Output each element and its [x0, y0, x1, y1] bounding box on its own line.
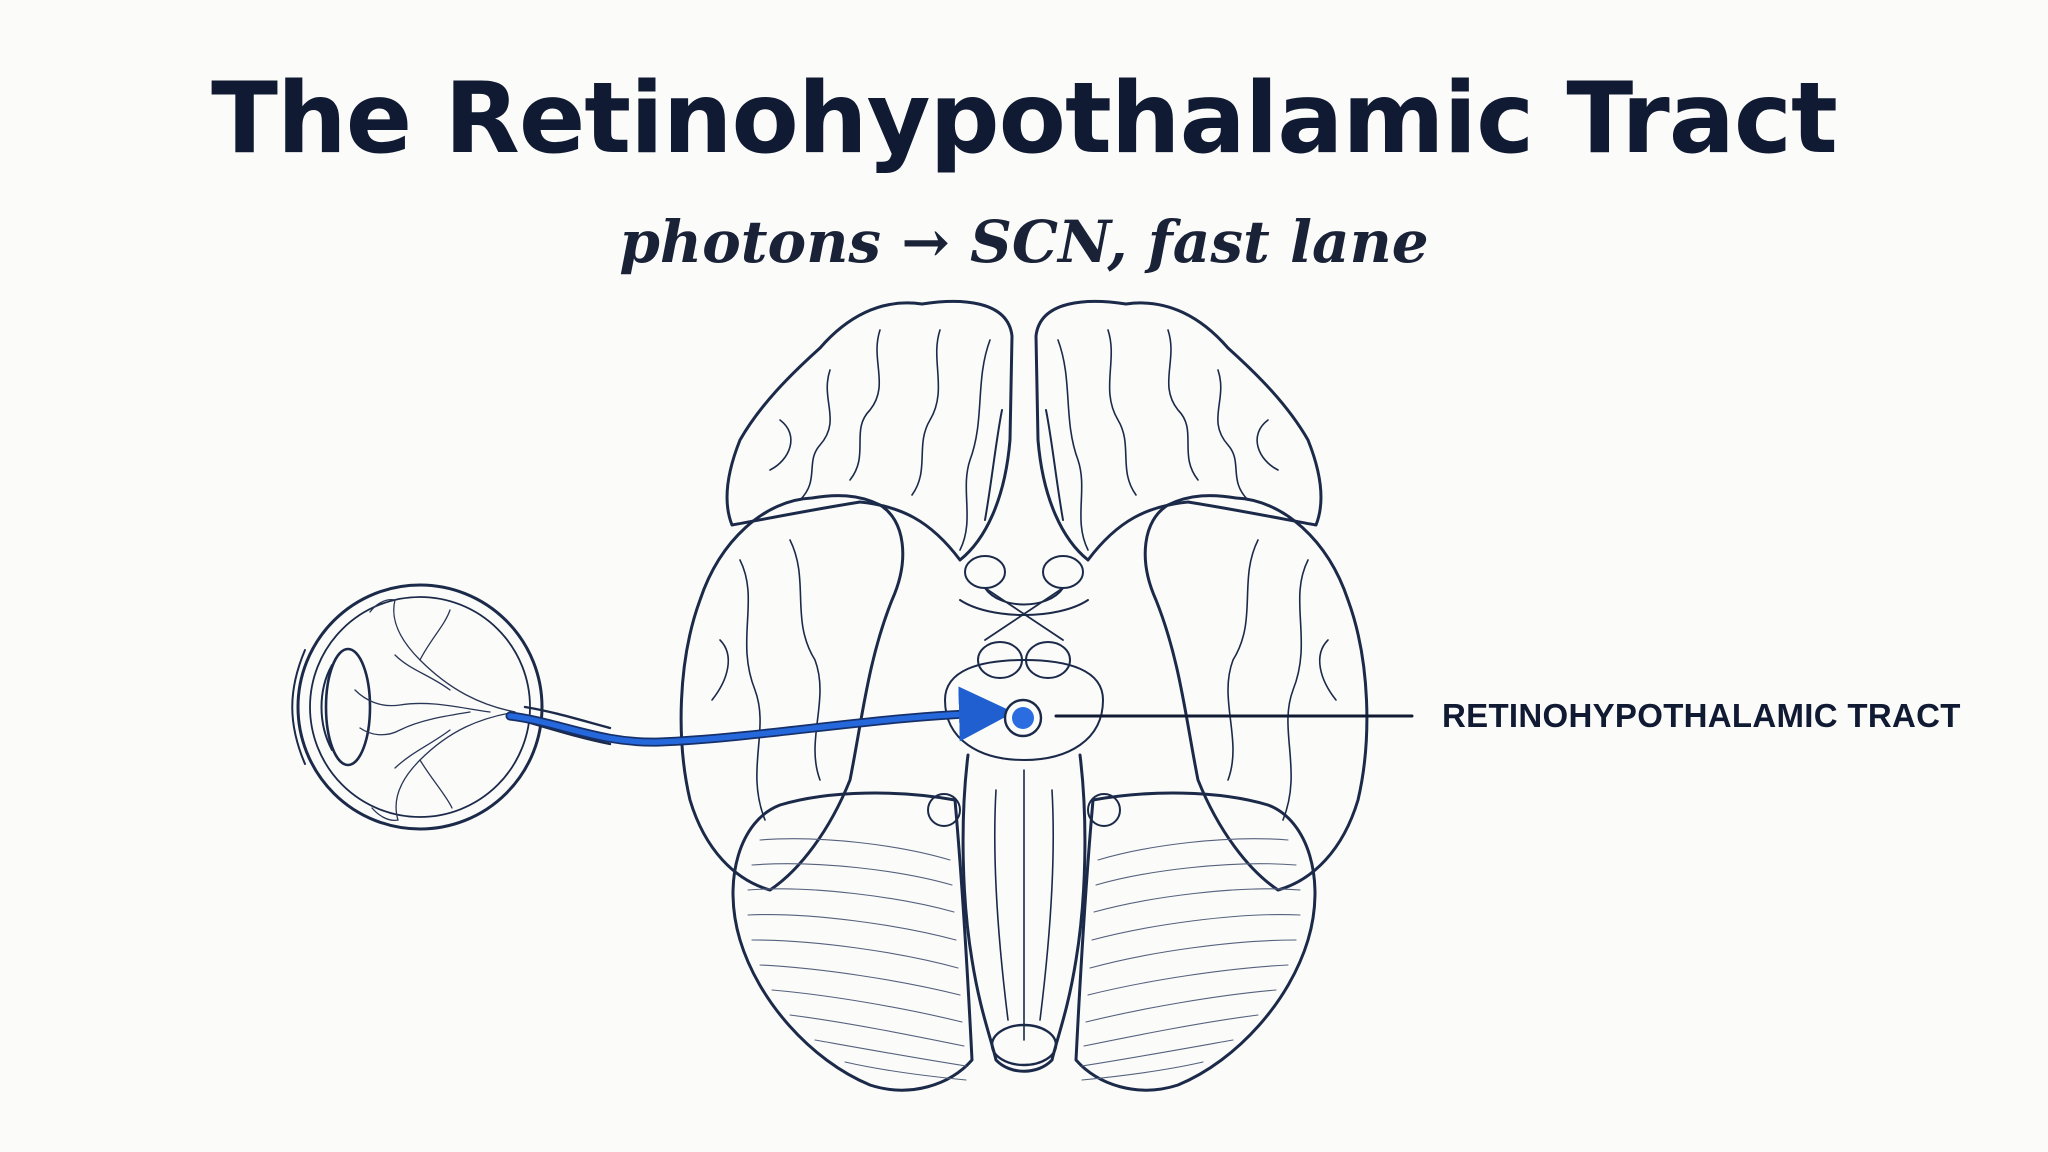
tract-callout-label: RETINOHYPOTHALAMIC TRACT [1442, 697, 1961, 734]
eye-icon [291, 583, 612, 831]
left-cerebellum-hemisphere [731, 791, 974, 1092]
left-frontal-lobe [725, 299, 1014, 562]
brainstem [961, 753, 1087, 1073]
right-cerebellum-hemisphere [1074, 791, 1317, 1092]
right-temporal-lobe [1143, 494, 1369, 892]
diagram-title: The Retinohypothalamic Tract [211, 62, 1838, 176]
brain-ventral-view-icon [679, 299, 1369, 1092]
right-frontal-lobe [1034, 299, 1323, 562]
scn-marker [1003, 698, 1043, 738]
diagram-subtitle: photons → SCN, fast lane [619, 208, 1429, 276]
left-temporal-lobe [679, 494, 905, 892]
